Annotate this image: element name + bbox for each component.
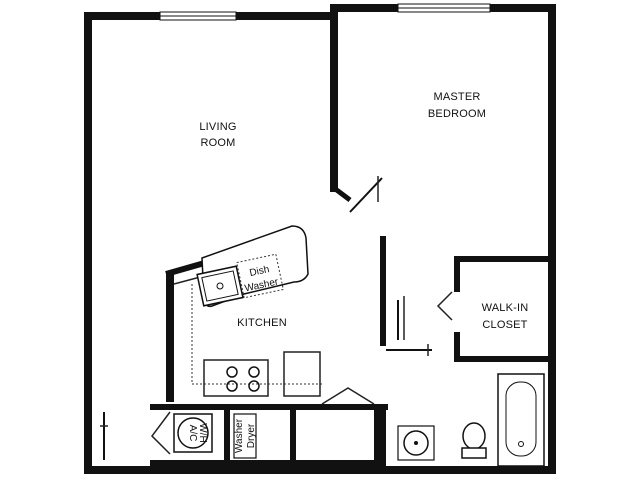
- label-ac: A/C: [187, 425, 198, 442]
- doors: [100, 176, 453, 460]
- window-living-room: [159, 11, 237, 21]
- interior-walls: [150, 186, 550, 474]
- label-living-room: LIVING: [199, 121, 236, 133]
- window-bedroom: [397, 3, 491, 13]
- bathroom-sink: [397, 425, 435, 461]
- dishwasher: [236, 253, 284, 299]
- ac-wh-closet: [173, 413, 213, 453]
- toilet: [461, 422, 487, 459]
- label-master-bedroom: MASTER: [433, 91, 480, 103]
- label-master-bedroom-2: BEDROOM: [428, 108, 486, 120]
- label-walk-in-closet-2: CLOSET: [482, 319, 527, 331]
- bathtub: [497, 373, 545, 467]
- label-wh: W/H: [197, 423, 208, 442]
- kitchen-counters: [173, 275, 322, 397]
- label-walk-in-closet: WALK-IN: [482, 302, 529, 314]
- label-dryer: Dryer: [246, 423, 257, 448]
- stove: [226, 366, 260, 392]
- label-washer: Washer: [234, 418, 245, 453]
- kitchen-island: [196, 225, 309, 308]
- washer-dryer-closet: [233, 413, 257, 459]
- label-living-room-2: ROOM: [200, 137, 235, 149]
- label-kitchen: KITCHEN: [237, 317, 287, 329]
- label-dishwasher: Dish: [249, 264, 271, 279]
- exterior-walls: [84, 4, 556, 474]
